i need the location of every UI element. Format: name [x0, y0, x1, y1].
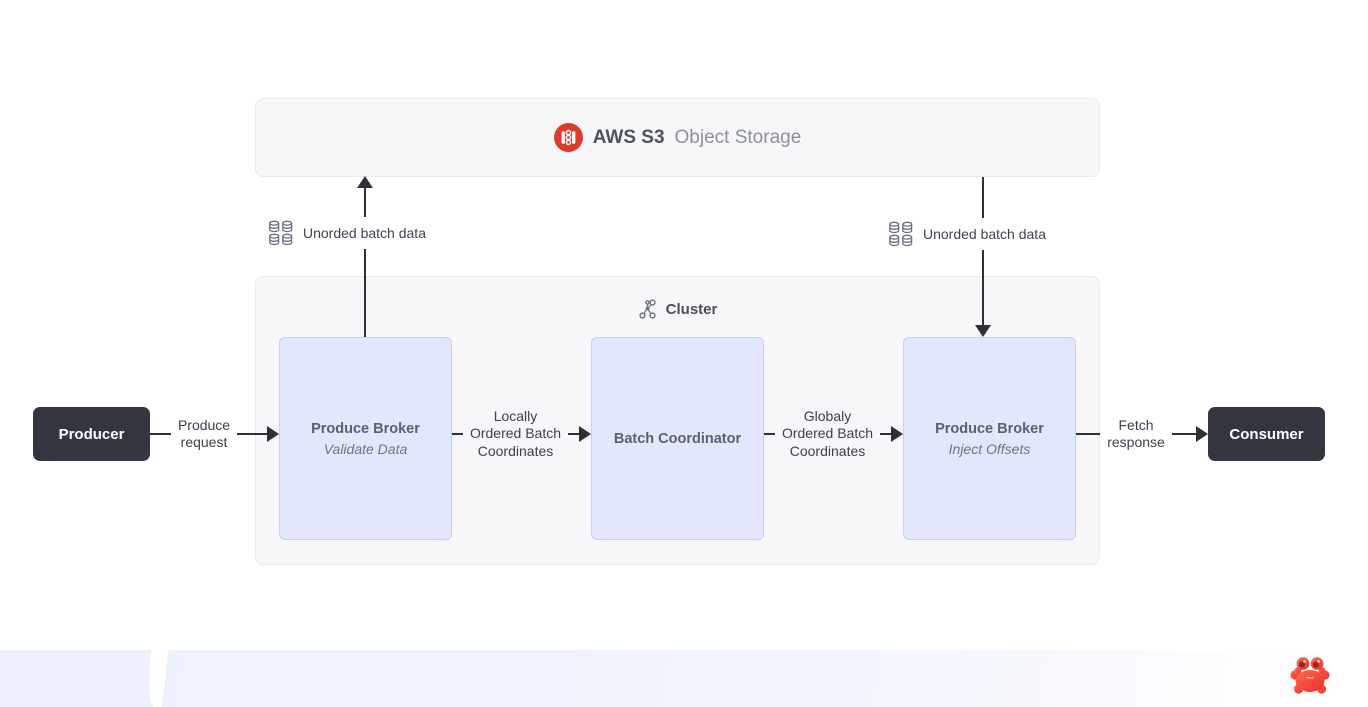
edge-line — [150, 433, 171, 435]
arrow-right-head — [1196, 426, 1208, 442]
cluster-graph-icon — [638, 299, 658, 319]
edge-line — [880, 433, 891, 435]
crab-icon — [1287, 654, 1333, 698]
arrow-right-head — [891, 426, 903, 442]
node-subtitle: Validate Data — [323, 440, 408, 457]
node-producer: Producer — [33, 407, 150, 461]
edge-label: Globaly Ordered Batch Coordinates — [781, 407, 874, 459]
cluster-title-text: Cluster — [665, 300, 718, 318]
node-title: Produce Broker — [311, 420, 420, 437]
footer-slash-decoration — [144, 650, 169, 707]
arrow-right-head — [579, 426, 591, 442]
edge-line — [1171, 433, 1196, 435]
s3-title-light: Object Storage — [674, 126, 802, 148]
database-grid-icon — [268, 220, 294, 246]
edge-line — [568, 433, 579, 435]
edge-fetch-response: Fetch response — [1076, 398, 1208, 470]
cluster-panel-title: Cluster — [256, 299, 1099, 319]
edge-label: Produce request — [177, 416, 231, 451]
s3-bucket-icon — [553, 123, 583, 152]
node-produce-broker-validate: Produce Broker Validate Data — [279, 337, 452, 540]
edge-produce-request: Produce request — [150, 398, 279, 470]
arrow-down-head — [975, 325, 991, 337]
unordered-batch-label-left: Unorded batch data — [262, 217, 432, 249]
arrow-down-line — [982, 177, 984, 327]
node-produce-broker-inject: Produce Broker Inject Offsets — [903, 337, 1076, 540]
arrow-up-head — [357, 176, 373, 188]
node-batch-coordinator: Batch Coordinator — [591, 337, 764, 540]
unordered-batch-text: Unorded batch data — [923, 226, 1046, 242]
edge-locally-ordered: Locally Ordered Batch Coordinates — [452, 398, 591, 470]
edge-globally-ordered: Globaly Ordered Batch Coordinates — [764, 398, 903, 470]
edge-line — [1076, 433, 1101, 435]
arrow-up-line — [364, 186, 366, 337]
unordered-batch-text: Unorded batch data — [303, 225, 426, 241]
edge-label: Locally Ordered Batch Coordinates — [469, 407, 562, 459]
edge-line — [764, 433, 775, 435]
node-title: Produce Broker — [935, 420, 1044, 437]
footer-band — [0, 650, 1368, 707]
unordered-batch-label-right: Unorded batch data — [882, 218, 1052, 250]
s3-storage-panel: AWS S3 Object Storage — [255, 98, 1100, 177]
node-consumer: Consumer — [1208, 407, 1325, 461]
edge-label: Fetch response — [1107, 416, 1165, 451]
s3-panel-title: AWS S3 Object Storage — [553, 123, 802, 152]
database-grid-icon — [888, 221, 914, 247]
edge-line — [452, 433, 463, 435]
s3-title-strong: AWS S3 — [592, 126, 665, 148]
node-title: Batch Coordinator — [613, 430, 742, 447]
edge-line — [237, 433, 267, 435]
arrow-right-head — [267, 426, 279, 442]
node-subtitle: Inject Offsets — [948, 440, 1031, 457]
